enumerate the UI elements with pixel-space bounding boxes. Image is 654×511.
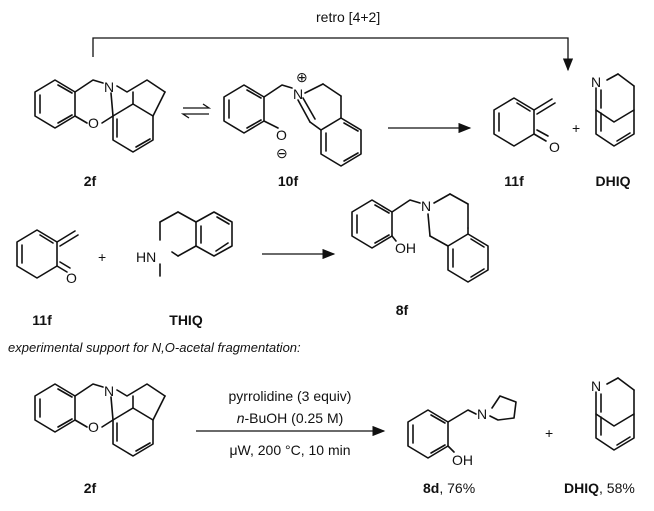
label-11f-row2: 11f [32,312,52,328]
8d-hydroxyl: OH [452,452,473,468]
label-8d: 8d, 76% [423,480,475,496]
molecule-8f: N OH [351,193,489,283]
condition-reagent: pyrrolidine (3 equiv) [229,388,352,404]
11f-oxygen: O [549,139,560,155]
equilibrium-arrows [180,103,212,119]
10f-minus-charge: ⊖ [276,145,288,161]
condition-solvent-prefix: n [237,410,245,426]
condition-solvent-rest: -BuOH (0.25 M) [244,410,343,426]
10f-oxygen: O [276,127,287,143]
dhiq-nitrogen: N [591,74,601,90]
plus-sign-row3: + [545,425,553,441]
8f-nitrogen: N [421,198,431,214]
molecule-11f: O [493,97,560,155]
experimental-note: experimental support for N,O-acetal frag… [8,340,301,355]
10f-plus-charge: ⊕ [296,69,308,85]
2f-row3-nitrogen: N [104,383,114,399]
molecule-dhiq-row3: N [591,377,635,451]
condition-heating: μW, 200 °C, 10 min [229,442,350,458]
label-8d-yield: , 76% [439,480,475,496]
2f-row3-oxygen: O [88,419,99,435]
molecule-2f: N O [34,79,166,153]
11f-row2-oxygen: O [66,270,77,286]
label-8d-name: 8d [423,480,439,496]
molecule-10f: N ⊕ O ⊖ [223,69,362,167]
label-dhiq-row3-yield: , 58% [599,480,635,496]
label-thiq: THIQ [169,312,203,328]
label-dhiq-row3-name: DHIQ [564,480,599,496]
retro-arrow: retro [4+2] [92,9,574,72]
plus-sign-row1: + [572,120,580,136]
8d-nitrogen: N [477,406,487,422]
label-10f: 10f [278,173,299,189]
2f-nitrogen: N [104,79,114,95]
retro-label: retro [4+2] [316,9,380,25]
molecule-dhiq: N [591,73,635,147]
label-2f-row3: 2f [84,480,97,496]
label-8d-group: 8d, 76% [423,480,475,496]
thiq-nh: HN [136,249,156,265]
molecule-2f-row3: N O [34,383,166,457]
label-dhiq: DHIQ [596,173,631,189]
label-2f: 2f [84,173,97,189]
2f-oxygen: O [88,115,99,131]
molecule-8d: N OH [407,395,517,468]
condition-solvent: n-BuOH (0.25 M) [237,410,344,426]
8f-hydroxyl: OH [395,240,416,256]
plus-sign-row2: + [98,249,106,265]
10f-nitrogen: N [293,86,303,102]
molecule-11f-row2: O [16,229,79,286]
label-dhiq-row3-group: DHIQ, 58% [564,480,635,496]
label-8f: 8f [396,302,409,318]
label-11f: 11f [504,173,524,189]
reaction-conditions: pyrrolidine (3 equiv) n-BuOH (0.25 M) μW… [196,388,386,458]
molecule-thiq: HN [136,211,233,277]
dhiq-row3-nitrogen: N [591,378,601,394]
label-dhiq-row3: DHIQ, 58% [564,480,635,496]
